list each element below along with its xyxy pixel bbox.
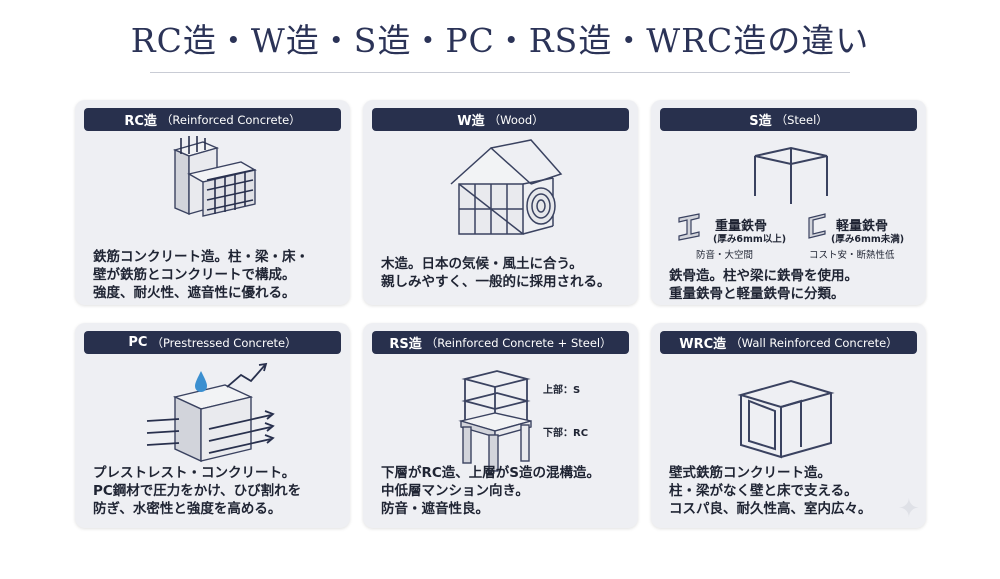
- card-s-subtitle: （Steel）: [775, 112, 828, 127]
- light-steel-channel-icon: [808, 213, 826, 239]
- card-wrc-desc-line: コスパ良、耐久性高、室内広々。: [669, 501, 872, 517]
- card-w-desc-line: 親しみやすく、一般的に採用される。: [381, 274, 611, 290]
- card-w-description: 木造。日本の気候・風土に合う。 親しみやすく、一般的に採用される。: [381, 255, 630, 291]
- title-divider: [150, 72, 850, 73]
- wall-box-icon: [737, 379, 835, 459]
- card-rc: RC造 （Reinforced Concrete） 鉄筋コンクリート造。柱・梁・…: [75, 100, 350, 305]
- card-s-description: 鉄骨造。柱や梁に鉄骨を使用。 重量鉄骨と軽量鉄骨に分類。: [669, 267, 918, 303]
- water-drop-icon: [195, 371, 207, 392]
- card-rs: RS造 （Reinforced Concrete + Steel） 上部：S 下…: [363, 323, 638, 528]
- card-rs-subtitle: （Reinforced Concrete + Steel）: [425, 335, 612, 350]
- light-steel-title: 軽量鉄骨: [836, 219, 889, 234]
- wood-frame-house-icon: [450, 139, 563, 235]
- card-wrc-name: WRC造: [679, 337, 727, 352]
- card-w: W造 （Wood） 木造。日本の気候・風土に合う。 親しみやすく、一般的に採用さ…: [363, 100, 638, 305]
- card-rs-desc-line: 下層がRC造、上層がS造の混構造。: [381, 465, 601, 481]
- heavy-steel-note: 防音・大空間: [696, 250, 754, 261]
- card-pc-subtitle: （Prestressed Concrete）: [151, 335, 297, 350]
- prestressed-block-icon: [146, 362, 275, 463]
- card-rs-name: RS造: [389, 337, 422, 352]
- rc-column-beam-icon: [172, 136, 257, 217]
- card-pc-desc-line: プレストレスト・コンクリート。: [93, 465, 296, 481]
- card-s-badge: S造 （Steel）: [660, 108, 917, 131]
- card-wrc-desc-line: 壁式鉄筋コンクリート造。: [669, 465, 831, 481]
- card-rs-desc-line: 中低層マンション向き。: [381, 483, 529, 499]
- card-pc-name: PC: [128, 335, 148, 350]
- mixed-structure-icon: [458, 370, 532, 472]
- card-rs-desc-line: 防音・遮音性良。: [381, 501, 489, 517]
- card-rc-badge: RC造 （Reinforced Concrete）: [84, 108, 341, 131]
- steel-frame-icon: [678, 146, 828, 241]
- heavy-steel-i-beam-icon: [678, 213, 700, 241]
- upper-part-label: 上部：S: [543, 385, 581, 396]
- card-wrc: WRC造 （Wall Reinforced Concrete） 壁式鉄筋コンクリ…: [651, 323, 926, 528]
- card-pc-badge: PC （Prestressed Concrete）: [84, 331, 341, 354]
- page-title: RC造・W造・S造・PC・RS造・WRC造の違い: [130, 21, 870, 60]
- card-s-desc-line: 鉄骨造。柱や梁に鉄骨を使用。: [669, 268, 858, 284]
- card-rc-name: RC造: [124, 114, 157, 129]
- card-pc: PC （Prestressed Concrete） プレストレスト・コンクリート…: [75, 323, 350, 528]
- card-wrc-subtitle: （Wall Reinforced Concrete）: [730, 335, 898, 350]
- card-wrc-description: 壁式鉄筋コンクリート造。 柱・梁がなく壁と床で支える。 コスパ良、耐久性高、室内…: [669, 464, 918, 518]
- card-s-name: S造: [749, 114, 772, 129]
- light-steel-spec: (厚み6mm未満): [831, 234, 905, 245]
- card-rc-subtitle: （Reinforced Concrete）: [160, 112, 301, 127]
- card-s-desc-line: 重量鉄骨と軽量鉄骨に分類。: [669, 286, 845, 302]
- card-w-name: W造: [457, 114, 485, 129]
- card-rs-badge: RS造 （Reinforced Concrete + Steel）: [372, 331, 629, 354]
- light-steel-note: コスト安・断熱性低: [809, 250, 895, 261]
- card-rc-desc-line: 壁が鉄筋とコンクリートで構成。: [93, 267, 296, 283]
- card-w-badge: W造 （Wood）: [372, 108, 629, 131]
- card-pc-desc-line: PC鋼材で圧力をかけ、ひび割れを: [93, 483, 302, 499]
- lower-part-label: 下部：RC: [543, 428, 589, 439]
- card-rc-desc-line: 強度、耐火性、遮音性に優れる。: [93, 285, 296, 301]
- card-rc-description: 鉄筋コンクリート造。柱・梁・床・ 壁が鉄筋とコンクリートで構成。 強度、耐火性、…: [93, 248, 342, 302]
- card-pc-desc-line: 防ぎ、水密性と強度を高める。: [93, 501, 282, 517]
- card-w-desc-line: 木造。日本の気候・風土に合う。: [381, 256, 583, 272]
- card-pc-description: プレストレスト・コンクリート。 PC鋼材で圧力をかけ、ひび割れを 防ぎ、水密性と…: [93, 464, 342, 518]
- card-wrc-badge: WRC造 （Wall Reinforced Concrete）: [660, 331, 917, 354]
- heavy-steel-title: 重量鉄骨: [715, 219, 768, 234]
- card-wrc-desc-line: 柱・梁がなく壁と床で支える。: [669, 483, 858, 499]
- card-w-subtitle: （Wood）: [488, 112, 544, 127]
- card-s: S造 （Steel） 重量鉄骨 (厚み6mm以上) 防音・大空間 軽量鉄骨 (厚…: [651, 100, 926, 305]
- card-rs-description: 下層がRC造、上層がS造の混構造。 中低層マンション向き。 防音・遮音性良。: [381, 464, 630, 518]
- heavy-steel-spec: (厚み6mm以上): [713, 234, 787, 245]
- card-rc-desc-line: 鉄筋コンクリート造。柱・梁・床・: [93, 249, 309, 265]
- sparkle-icon: ✦: [898, 494, 920, 524]
